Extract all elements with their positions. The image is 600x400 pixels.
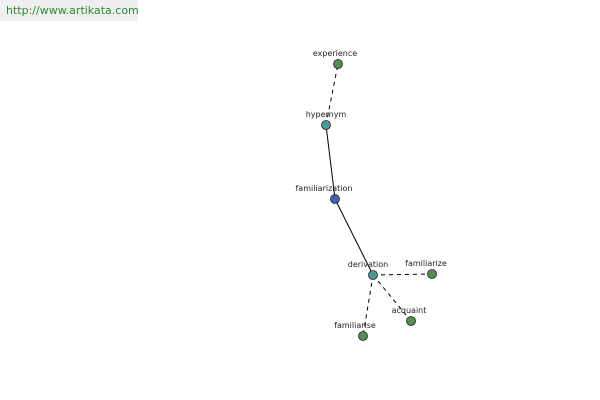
node-label-familiarise: familiarise [334, 321, 376, 330]
node-dot-hypernym[interactable] [321, 120, 331, 130]
node-label-familiarize: familiarize [405, 259, 447, 268]
node-label-hypernym: hypernym [306, 110, 347, 119]
node-familiarization[interactable]: familiarization [295, 184, 353, 204]
edges-layer [325, 63, 433, 337]
node-derivation[interactable]: derivation [348, 260, 388, 280]
node-label-experience: experience [313, 49, 357, 58]
edge-familiarization-hypernym [325, 124, 336, 200]
node-hypernym[interactable]: hypernym [306, 110, 347, 130]
node-dot-acquaint[interactable] [406, 316, 416, 326]
edge-hypernym-experience [325, 63, 339, 126]
node-familiarize[interactable]: familiarize [405, 259, 447, 279]
nodes-layer: experience hypernym familiarization derivat… [295, 49, 447, 341]
node-label-derivation: derivation [348, 260, 388, 269]
node-label-acquaint: acquaint [392, 306, 427, 315]
edge-derivation-acquaint [372, 274, 412, 322]
node-label-familiarization: familiarization [295, 184, 352, 193]
node-experience[interactable]: experience [313, 49, 357, 69]
node-dot-derivation[interactable] [368, 270, 378, 280]
site-watermark: http://www.artikata.com [0, 0, 139, 21]
edge-familiarization-derivation [334, 198, 374, 276]
node-acquaint[interactable]: acquaint [392, 306, 427, 326]
node-dot-experience[interactable] [333, 59, 343, 69]
node-familiarise[interactable]: familiarise [334, 321, 376, 341]
edge-derivation-familiarise [362, 274, 374, 337]
node-dot-familiarization[interactable] [330, 194, 340, 204]
edge-derivation-familiarize [372, 273, 433, 276]
node-dot-familiarize[interactable] [427, 269, 437, 279]
node-dot-familiarise[interactable] [358, 331, 368, 341]
